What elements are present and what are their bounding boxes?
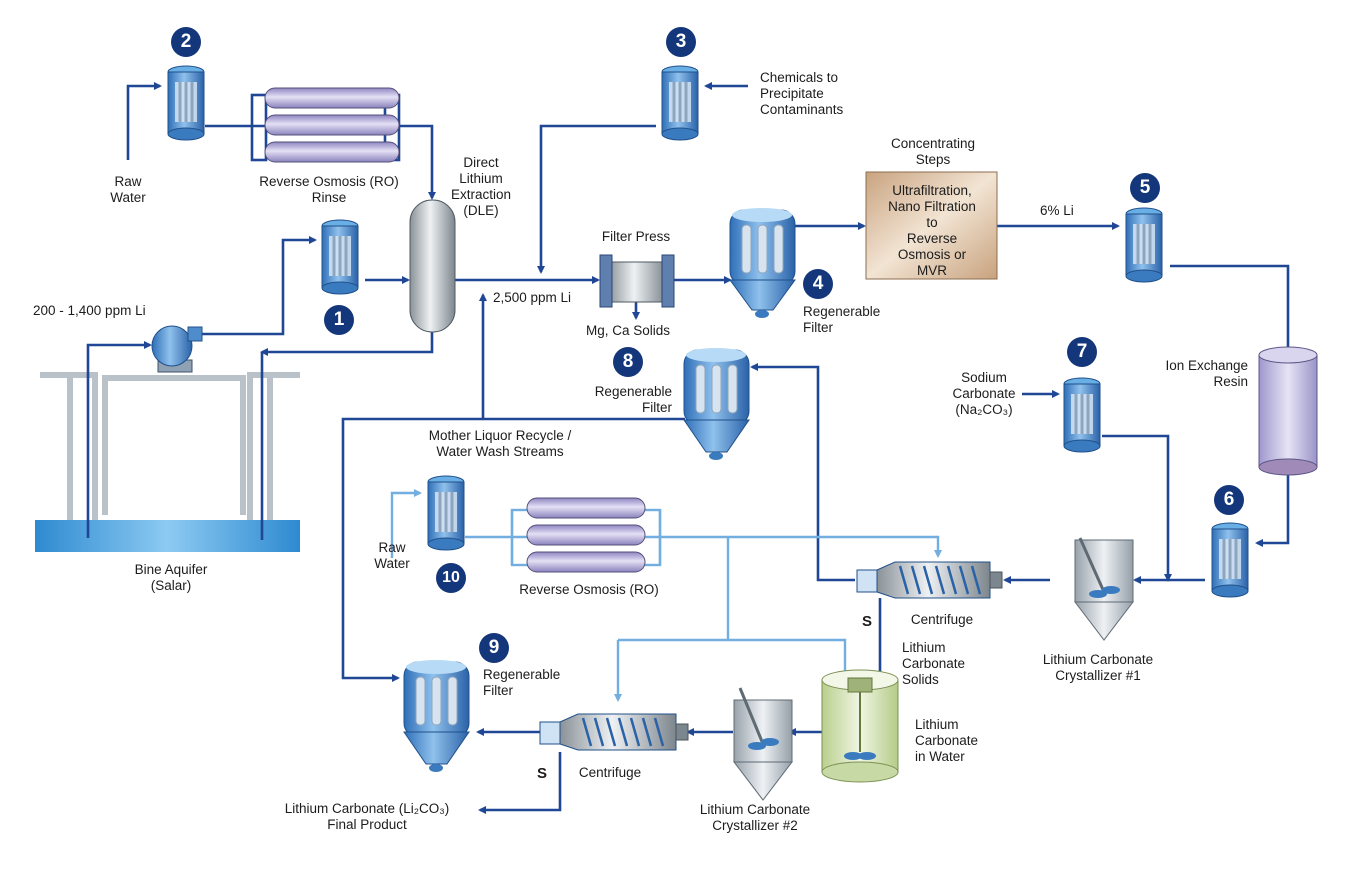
dle-column <box>409 199 456 333</box>
ro-bottom-label: Reverse Osmosis (RO) <box>519 582 659 597</box>
filter-press-label: Filter Press <box>601 229 671 244</box>
centrifuge-1 <box>856 561 1003 599</box>
regenerable-filter-4 <box>729 208 796 318</box>
cartridge-filter-3 <box>661 65 699 141</box>
mg-ca-solids-label: Mg, Ca Solids <box>585 323 671 338</box>
centrifuge-2 <box>539 713 689 751</box>
ro-rinse-unit <box>250 87 401 163</box>
li-carbonate-water-tank <box>821 669 899 783</box>
cartridge-filter-10 <box>427 475 465 551</box>
cartridge-filter-6 <box>1211 522 1249 598</box>
badge-7: 7 <box>1067 337 1097 367</box>
process-lines <box>86 82 1290 814</box>
crystallizer-1 <box>1073 537 1135 641</box>
concentrator-box <box>865 171 998 280</box>
centrifuge-2-label: Centrifuge <box>578 765 642 780</box>
badge-4: 4 <box>803 269 833 299</box>
badge-10: 10 <box>436 563 466 593</box>
cartridge-filter-7 <box>1063 377 1101 453</box>
badge-9: 9 <box>479 633 509 663</box>
badge-8: 8 <box>613 347 643 377</box>
ro-rinse-label: Reverse Osmosis (RO)Rinse <box>259 174 399 205</box>
solids-marker-2: S <box>537 765 548 782</box>
cartridge-filter-5 <box>1125 207 1163 283</box>
aquifer-label: Bine Aquifer(Salar) <box>134 562 208 593</box>
mother-liquor-label: Mother Liquor Recycle /Water Wash Stream… <box>428 428 572 459</box>
final-product-label: Lithium Carbonate (Li₂CO₃)Final Product <box>284 801 450 832</box>
cartridge-filter-1 <box>321 219 359 295</box>
brine-pump <box>151 325 203 373</box>
regenerable-filter-8 <box>683 348 750 460</box>
crystallizer-2 <box>732 687 794 801</box>
ion-exchange-resin <box>1258 346 1318 476</box>
ppm-in-label: 200 - 1,400 ppm Li <box>33 303 146 318</box>
ro-unit <box>510 497 662 573</box>
centrifuge-1-label: Centrifuge <box>910 612 974 627</box>
ppm-out-label: 2,500 ppm Li <box>493 290 572 305</box>
six-pct-li-label: 6% Li <box>1040 203 1074 218</box>
badge-1: 1 <box>324 305 354 335</box>
wash-lines <box>390 489 942 702</box>
filter-press <box>599 254 675 308</box>
badge-6: 6 <box>1214 485 1244 515</box>
regenerable-filter-9 <box>403 660 470 772</box>
badge-2: 2 <box>171 27 201 57</box>
brine-aquifer <box>35 372 300 552</box>
badge-5: 5 <box>1130 173 1160 203</box>
cartridge-filter-2 <box>167 65 205 141</box>
badge-3: 3 <box>666 27 696 57</box>
solids-marker-1: S <box>862 613 873 630</box>
